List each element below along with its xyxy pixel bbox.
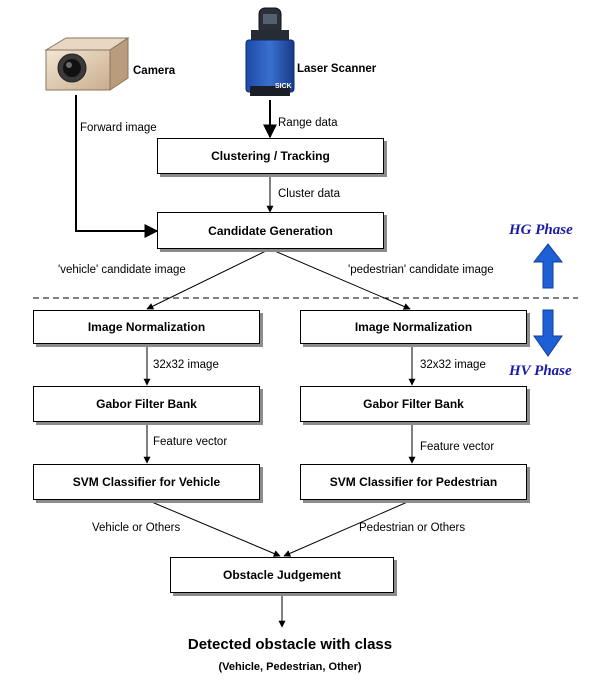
obstacle-judgement-box: Obstacle Judgement	[170, 557, 394, 593]
cluster-data-label: Cluster data	[278, 188, 341, 200]
right-image-normalization-box: Image Normalization	[300, 310, 527, 344]
right-32x32-label: 32x32 image	[420, 359, 486, 371]
camera-icon	[44, 37, 130, 91]
range-data-label: Range data	[278, 117, 338, 129]
vehicle-candidate-label: 'vehicle' candidate image	[58, 264, 186, 276]
right-gabor-filter-box: Gabor Filter Bank	[300, 386, 527, 422]
laser-brand-text: SICK	[275, 83, 292, 90]
left-feature-vector-label: Feature vector	[153, 436, 228, 448]
vehicle-or-others-label: Vehicle or Others	[92, 522, 181, 534]
right-feature-vector-label: Feature vector	[420, 441, 495, 453]
pedestrian-or-others-label: Pedestrian or Others	[359, 522, 466, 534]
left-image-normalization-box: Image Normalization	[33, 310, 260, 344]
hg-phase-arrow-icon	[532, 243, 564, 289]
hg-phase-label: HG Phase	[509, 222, 573, 238]
camera-label: Camera	[133, 65, 176, 77]
output-subtitle: (Vehicle, Pedestrian, Other)	[218, 661, 362, 673]
pedestrian-candidate-label: 'pedestrian' candidate image	[348, 264, 494, 276]
candidate-generation-box: Candidate Generation	[157, 212, 384, 249]
clustering-tracking-box: Clustering / Tracking	[157, 138, 384, 174]
laser-scanner-icon: SICK	[245, 7, 295, 96]
laser-scanner-label: Laser Scanner	[297, 63, 377, 75]
forward-image-label: Forward image	[80, 122, 157, 134]
left-gabor-filter-box: Gabor Filter Bank	[33, 386, 260, 422]
svm-vehicle-box: SVM Classifier for Vehicle	[33, 464, 260, 500]
hv-phase-arrow-icon	[533, 309, 563, 357]
svm-pedestrian-box: SVM Classifier for Pedestrian	[300, 464, 527, 500]
output-title: Detected obstacle with class	[187, 636, 393, 653]
left-32x32-label: 32x32 image	[153, 359, 219, 371]
hv-phase-label: HV Phase	[509, 363, 572, 379]
